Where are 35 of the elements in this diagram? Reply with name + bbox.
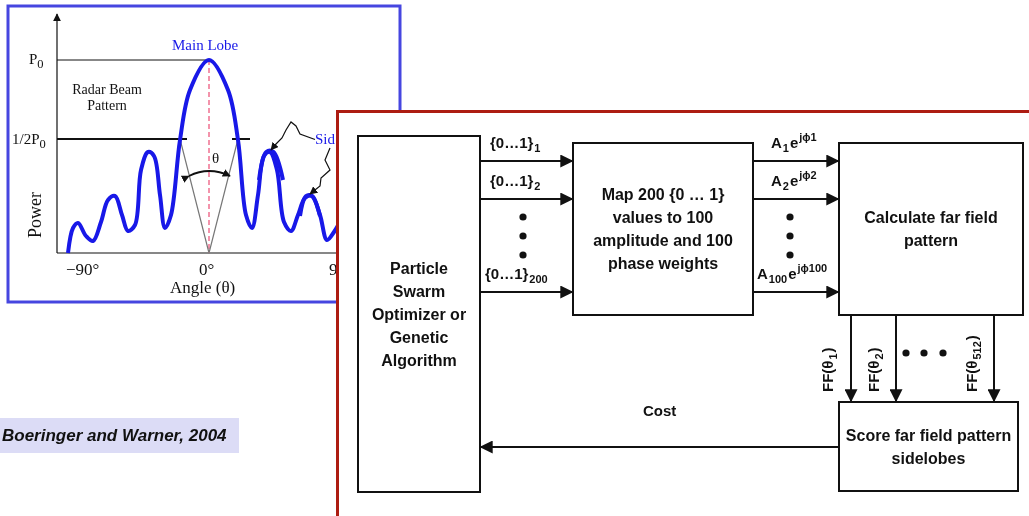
arrow: [480, 285, 574, 299]
edge-label: {0…1}$_{200}$: [485, 266, 549, 282]
angle-label: θ: [212, 150, 220, 166]
axis-title: Angle (θ): [170, 280, 236, 296]
axis-tick-label: −90°: [66, 262, 100, 278]
edge-label: A$_{1}$e$^{jϕ1}$: [771, 135, 818, 151]
arrow: [889, 315, 903, 403]
chart-label: Main Lobe: [172, 37, 239, 53]
arrow: [753, 285, 840, 299]
arrow: [753, 192, 840, 206]
axis-tick-label: P$_{0}$: [29, 51, 44, 72]
side-lobe-curve: [257, 148, 285, 181]
leader-line: [309, 147, 331, 195]
axis-tick-label: 0°: [199, 262, 215, 278]
axis-title: Power: [27, 192, 43, 238]
arrow: [987, 315, 1001, 403]
process-box: Score far field pattern sidelobes: [838, 401, 1019, 492]
edge-label: {0…1}$_{1}$: [490, 135, 542, 151]
side-lobe-curve: [298, 193, 322, 217]
edge-label: A$_{2}$e$^{jϕ2}$: [771, 173, 818, 189]
callout-text: Sid: [315, 131, 336, 148]
axis-tick-label: 1/2P$_{0}$: [12, 131, 46, 152]
citation: Boeringer and Warner, 2004: [0, 418, 239, 453]
arrow: [480, 154, 574, 168]
edge-label: A$_{100}$e$^{jϕ100}$: [757, 266, 829, 282]
edge-label: Cost: [643, 403, 677, 419]
arrow: [480, 192, 574, 206]
arrow: [844, 315, 858, 403]
leader-line: [270, 121, 316, 151]
chart-title: Radar Beam Pattern: [72, 82, 142, 114]
edge-label: {0…1}$_{2}$: [490, 173, 542, 189]
process-box: Calculate far field pattern: [838, 142, 1024, 316]
arrow: [753, 154, 840, 168]
process-box: Map 200 {0 … 1} values to 100 amplitude and 100 phase weights: [572, 142, 754, 316]
process-box: Particle Swarm Optimizer or Genetic Algorithm: [357, 135, 481, 493]
